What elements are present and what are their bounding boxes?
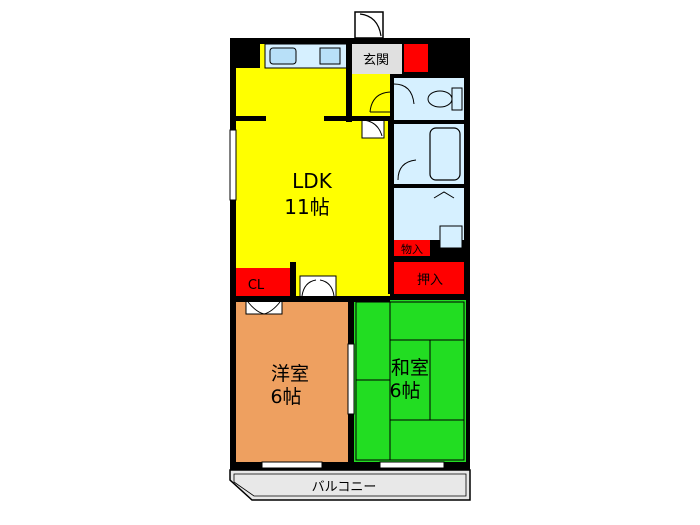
ldk-name: LDK — [292, 169, 333, 193]
entrance-area — [350, 44, 402, 74]
cl-closet — [236, 268, 290, 296]
japanese-room — [354, 300, 466, 462]
balcony-windows — [261, 461, 445, 469]
balcony — [229, 469, 471, 501]
entrance-label: 玄関 — [363, 53, 389, 68]
tatami-lines — [355, 301, 465, 461]
western-room — [236, 302, 348, 462]
interior-doors — [245, 117, 385, 315]
bathtub-icon — [429, 127, 461, 181]
washbasin-icon — [439, 225, 463, 249]
sliding-partition — [347, 343, 355, 415]
japanese-room-name: 和室 — [391, 357, 429, 379]
monoire-storage — [394, 240, 430, 256]
ldk-window — [229, 129, 237, 201]
monoire-label: 物入 — [401, 242, 423, 256]
toilet-icon — [427, 87, 463, 111]
cl-label: CL — [248, 278, 265, 293]
oshiire-closet — [394, 262, 464, 294]
entrance-red-block — [404, 44, 428, 72]
hallway — [350, 74, 390, 120]
ldk-size: 11帖 — [284, 195, 329, 219]
kitchen-counter — [264, 43, 348, 69]
oshiire-label: 押入 — [417, 273, 443, 288]
western-room-name: 洋室 — [271, 363, 309, 385]
japanese-room-size: 6帖 — [389, 380, 420, 402]
entrance-door — [354, 11, 384, 39]
western-room-size: 6帖 — [270, 386, 301, 408]
balcony-label: バルコニー — [312, 480, 377, 495]
